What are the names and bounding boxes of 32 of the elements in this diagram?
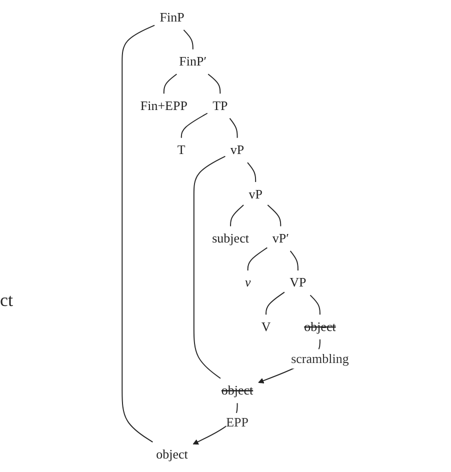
- connector: [266, 292, 285, 316]
- node-text: vP: [248, 187, 262, 202]
- connector: [183, 29, 194, 50]
- connector: [230, 204, 244, 227]
- node-text: object: [304, 320, 336, 334]
- connector: [247, 162, 256, 183]
- label-text: ct: [0, 290, 13, 311]
- node-text: TP: [212, 98, 228, 114]
- node-text: vP: [230, 143, 244, 158]
- edge-label: scrambling: [291, 352, 349, 366]
- connector: [122, 24, 156, 443]
- node-text: vP′: [272, 231, 289, 246]
- connector: [193, 156, 226, 379]
- node-text: v: [244, 276, 251, 290]
- connector: [208, 74, 221, 94]
- node-text: FinP′: [179, 54, 207, 69]
- node-text: FinP: [160, 10, 184, 25]
- node-text: T: [177, 143, 186, 158]
- node-text: subject: [212, 231, 249, 246]
- connector: [310, 294, 320, 316]
- connector: [267, 204, 282, 227]
- node-text: Fin+EPP: [140, 98, 188, 114]
- connector: [163, 74, 178, 94]
- node-text: V: [261, 320, 271, 334]
- node-text: object: [156, 447, 188, 462]
- connector: [290, 250, 298, 271]
- connector: [180, 112, 208, 138]
- connector: [229, 118, 238, 138]
- connector: [247, 247, 268, 271]
- node-text: VP: [290, 276, 306, 290]
- edge-label: EPP: [226, 415, 248, 430]
- node-text: object: [221, 384, 254, 398]
